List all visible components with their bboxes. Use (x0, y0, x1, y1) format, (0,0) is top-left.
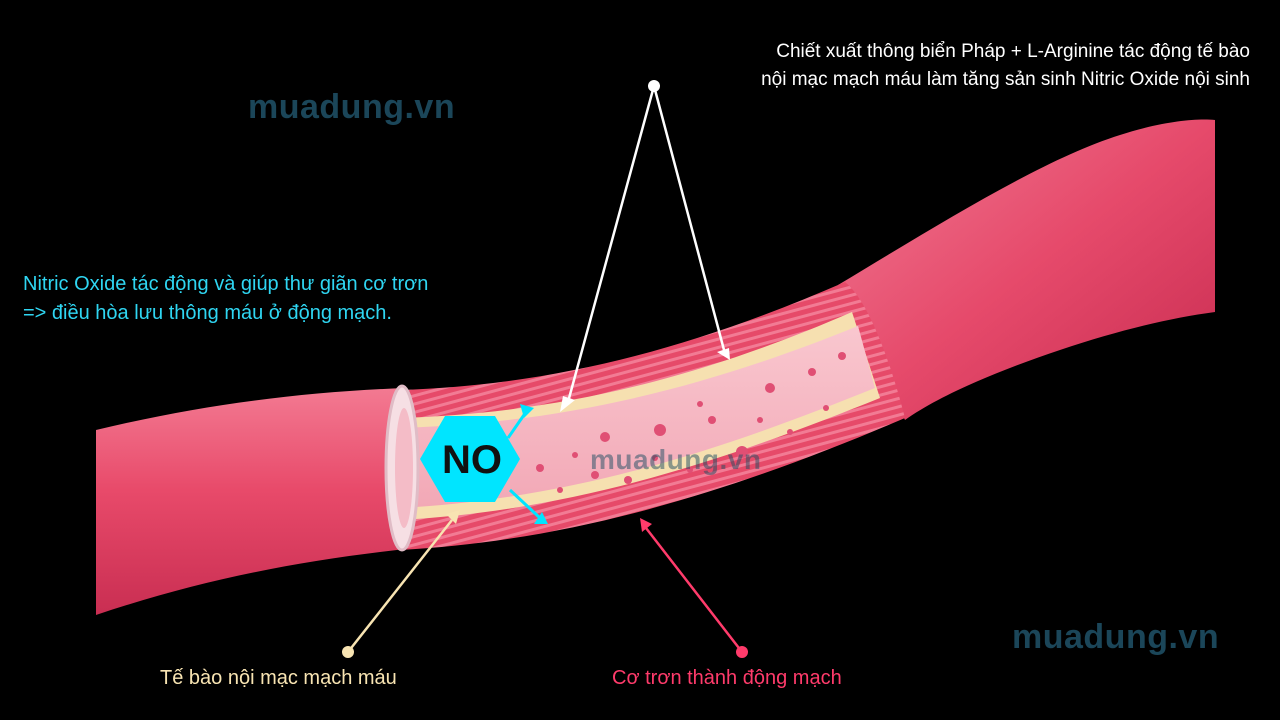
vessel-left-segment (96, 388, 415, 615)
endothelial-callout-pointer (342, 510, 460, 658)
no-arrows (506, 404, 548, 524)
left-annotation: Nitric Oxide tác động và giúp thư giãn c… (23, 270, 583, 328)
watermark-logo: muadung.vn (248, 88, 456, 126)
left-annotation-line-2: => điều hòa lưu thông máu ở động mạch. (23, 302, 392, 324)
no-molecule-hexagon (420, 416, 520, 502)
no-molecule-label: NO (442, 437, 502, 482)
watermark-logo-bottom: muadung.vn (1012, 618, 1220, 656)
smooth-muscle-callout-pointer (640, 518, 748, 658)
top-annotation: Chiết xuất thông biển Pháp + L-Arginine … (690, 38, 1250, 93)
smooth-muscle-label: Cơ trơn thành động mạch (612, 667, 842, 689)
watermark-logo-center: muadung.vn (590, 444, 762, 475)
top-annotation-line-1: Chiết xuất thông biển Pháp + L-Arginine … (776, 41, 1250, 62)
vessel-right-segment (838, 119, 1215, 420)
blood-cells (536, 352, 846, 493)
left-annotation-line-1: Nitric Oxide tác động và giúp thư giãn c… (23, 273, 429, 295)
endothelial-label: Tế bào nội mạc mạch máu (160, 667, 397, 689)
top-callout-pointer (560, 80, 730, 412)
top-annotation-line-2: nội mạc mạch máu làm tăng sản sinh Nitri… (761, 68, 1250, 90)
vessel-lumen (400, 326, 875, 508)
